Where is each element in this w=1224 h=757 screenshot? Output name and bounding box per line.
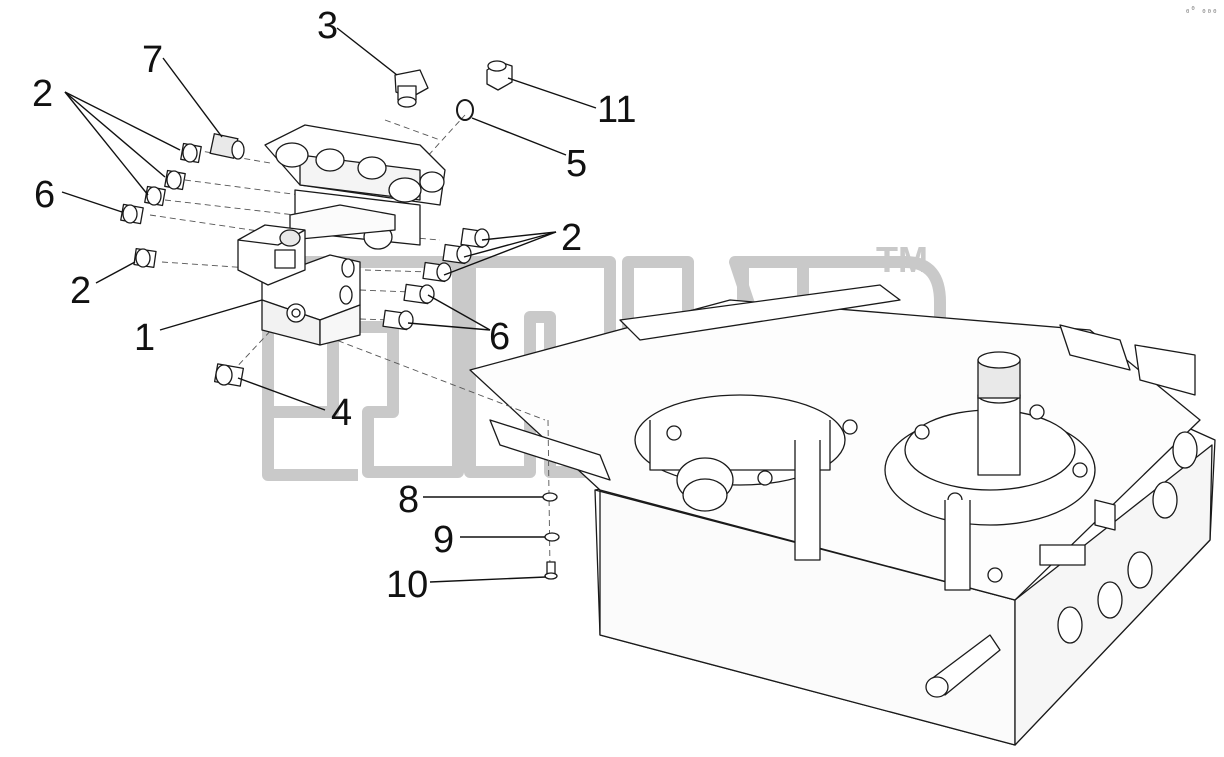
fittings (120, 60, 560, 580)
fitting-4 (213, 363, 245, 387)
washer-8 (542, 492, 558, 502)
callout-2-lower-left: 2 (70, 270, 91, 312)
fitting-2-lower-left (133, 248, 157, 268)
fitting-2-upper-3 (144, 185, 166, 207)
fitting-2-upper-2 (164, 169, 186, 191)
hydraulic-tank-assembly (469, 284, 1216, 746)
callout-9: 9 (433, 519, 454, 561)
valve-manifold-assembly (237, 124, 446, 346)
plug-11 (486, 60, 513, 91)
corner-code: ₀⁰ ₀₀₀ (1185, 6, 1218, 16)
callout-7: 7 (142, 39, 163, 81)
callout-10: 10 (386, 564, 428, 606)
callout-2-right: 2 (561, 217, 582, 259)
screw-10 (544, 561, 558, 580)
o-ring-5 (456, 99, 474, 121)
callout-6-left: 6 (34, 174, 55, 216)
callout-2-upper-left: 2 (32, 73, 53, 115)
fitting-2-right-3 (422, 261, 452, 283)
callout-11: 11 (597, 89, 636, 131)
fitting-6-right-2 (382, 309, 414, 331)
fitting-2-right-2 (442, 243, 472, 265)
washer-9 (544, 532, 560, 542)
callout-4: 4 (331, 392, 352, 434)
fitting-6-right-1 (403, 283, 435, 305)
elbow-fitting-3 (394, 69, 429, 108)
watermark-tm: TM (876, 239, 928, 280)
callout-labels: 7 3 2 11 5 6 2 2 1 6 4 8 9 10 (32, 5, 636, 606)
leader-lines (61, 27, 597, 583)
callout-6-right: 6 (489, 316, 510, 358)
fitting-6-left (120, 203, 144, 225)
callout-3: 3 (317, 5, 338, 47)
callout-5: 5 (566, 143, 587, 185)
fitting-7 (209, 132, 245, 160)
fitting-2-upper-1 (180, 142, 202, 164)
callout-1: 1 (134, 317, 155, 359)
callout-8: 8 (398, 479, 419, 521)
